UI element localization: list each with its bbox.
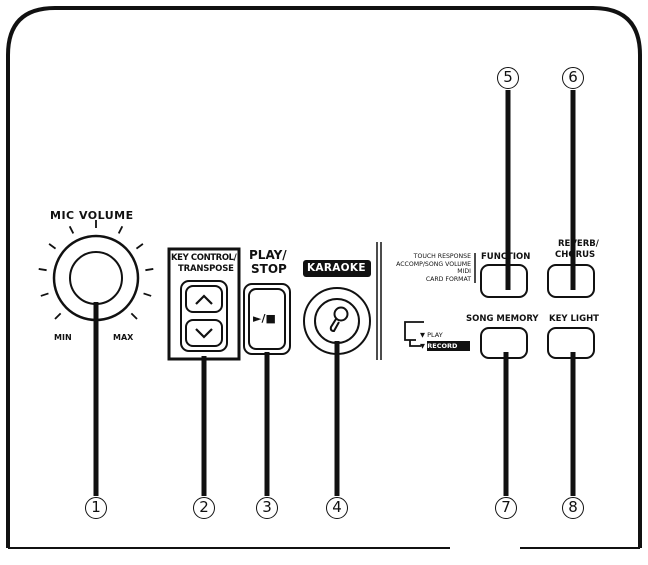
karaoke-button[interactable] (314, 298, 360, 344)
transpose-up-button[interactable] (185, 285, 223, 313)
mic-volume-label: MIC VOLUME (50, 209, 134, 222)
transpose-down-button[interactable] (185, 319, 223, 347)
chevron-up-icon (195, 294, 213, 305)
play-label: PLAY (427, 331, 443, 339)
play-stop-symbol: ►/■ (253, 312, 276, 325)
microphone-icon (329, 306, 349, 333)
callout-6: 6 (562, 67, 584, 89)
function-menu-item: CARD FORMAT (425, 275, 471, 283)
karaoke-label: KARAOKE (307, 262, 366, 274)
record-label-badge (427, 341, 470, 351)
function-menu-list: TOUCH RESPONSE ACCOMP/SONG VOLUME MIDI C… (383, 253, 471, 283)
play-stop-button[interactable] (248, 288, 286, 350)
song-memory-bracket (404, 321, 424, 347)
chevron-down-icon (195, 328, 213, 339)
transpose-label: TRANSPOSE (178, 264, 234, 274)
function-menu-item: MIDI (457, 268, 471, 275)
function-menu-item: ACCOMP/SONG VOLUME (396, 260, 471, 268)
volume-scale-tick (130, 312, 138, 320)
play-stop-label-line1: PLAY/ (249, 248, 287, 262)
panel-outline (6, 6, 642, 548)
song-memory-play-label: ▼ PLAY (420, 332, 443, 339)
callout-4: 4 (326, 497, 348, 519)
play-stop-label-line2: STOP (251, 262, 287, 276)
volume-scale-tick (54, 312, 62, 320)
volume-scale-tick (48, 243, 57, 250)
transpose-button-group (180, 280, 228, 352)
volume-scale-tick (40, 292, 49, 297)
record-arrow-icon: ▼ (420, 342, 425, 350)
callout-1: 1 (85, 497, 107, 519)
record-label: RECORD (427, 342, 458, 350)
callout-5: 5 (497, 67, 519, 89)
reverb-label-line2: CHORUS (555, 250, 596, 260)
volume-scale-tick (68, 225, 75, 234)
callout-8: 8 (562, 497, 584, 519)
volume-scale-tick (38, 268, 47, 272)
song-memory-label: SONG MEMORY (466, 314, 539, 324)
mic-volume-min-label: MIN (54, 333, 72, 342)
karaoke-label-badge (303, 260, 371, 277)
key-light-label: KEY LIGHT (549, 314, 599, 324)
callout-3: 3 (256, 497, 278, 519)
volume-scale-tick (135, 243, 144, 250)
function-label: FUNCTION (481, 252, 531, 262)
volume-scale-tick (117, 225, 124, 234)
callout-2: 2 (193, 497, 215, 519)
mic-volume-max-label: MAX (113, 333, 134, 342)
volume-scale-tick (145, 268, 154, 272)
callout-7: 7 (495, 497, 517, 519)
song-memory-record-label: ▼ RECORD (420, 343, 457, 350)
reverb-label-line1: REVERB/ (558, 239, 599, 249)
key-control-label: KEY CONTROL/ (171, 253, 237, 263)
function-menu-item: TOUCH RESPONSE (413, 253, 471, 260)
play-arrow-icon: ▼ (420, 331, 425, 339)
mic-volume-knob[interactable] (69, 251, 123, 305)
volume-scale-tick (143, 292, 152, 297)
function-button[interactable] (480, 264, 528, 298)
volume-scale-ticks (38, 220, 154, 320)
